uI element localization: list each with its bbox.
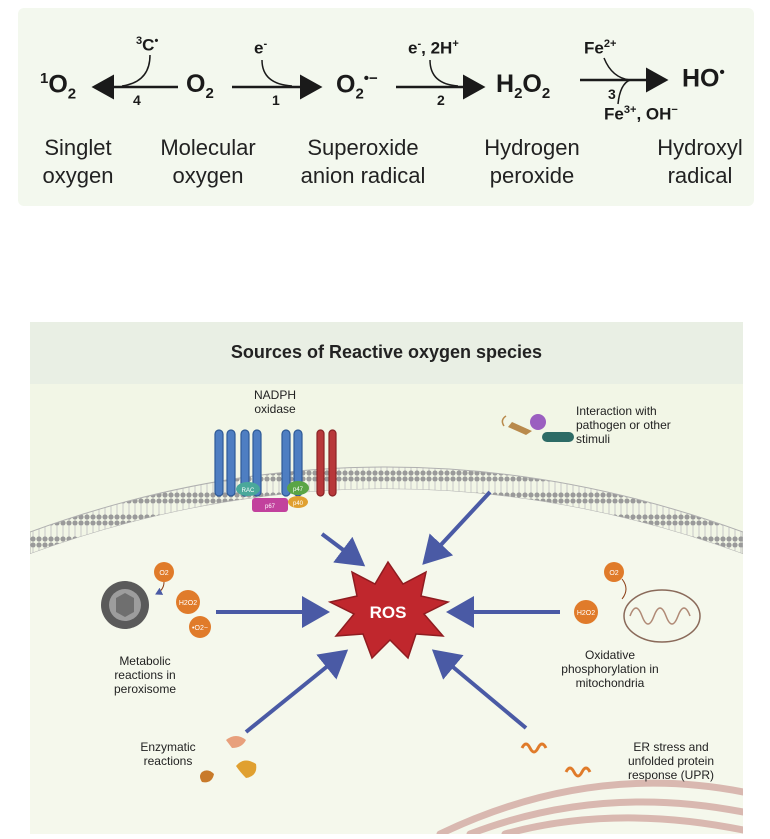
singlet-oxygen-formula: 1O2 — [40, 70, 77, 103]
curve-step-4 — [121, 54, 151, 87]
nadph-oxidase-icon: RAC p67 p47 p40 — [214, 429, 337, 512]
step2-reagent: e-, 2H+ — [408, 38, 459, 58]
step3-reagent-in: Fe2+ — [584, 38, 617, 58]
unfolded-protein-icon — [520, 742, 592, 778]
ros-label: ROS — [370, 603, 407, 622]
svg-text:O2: O2 — [609, 570, 618, 577]
arrow-from-er — [431, 649, 528, 730]
svg-text:RAC: RAC — [242, 488, 255, 494]
curve-step-1 — [261, 59, 293, 87]
superoxide-formula: O2•− — [336, 70, 378, 103]
endoplasmic-reticulum-icon — [436, 779, 743, 834]
step1-reagent: e- — [254, 38, 268, 58]
cytoplasm — [30, 489, 743, 834]
bubble-o2-mitochondria: O2 — [604, 562, 624, 582]
bubble-h2o2-mitochondria: H2O2 — [574, 600, 598, 624]
title-bar — [30, 322, 743, 384]
reaction-arrows — [91, 54, 669, 105]
arrow-from-pathogen — [422, 490, 492, 565]
ros-diagram: RAC p67 p47 p40 O2 H2O2 — [30, 414, 743, 834]
pathogen-icon — [501, 414, 574, 442]
arrow-from-enzymes — [244, 649, 349, 734]
step3-reagent-out: Fe3+, OH− — [604, 104, 678, 124]
ros-sources-panel: Sources of Reactive oxygen species — [30, 322, 743, 834]
svg-text:p47: p47 — [293, 487, 304, 493]
curve-step-3 — [603, 57, 631, 105]
step-number-1: 1 — [272, 92, 280, 108]
arrow-from-nadph — [320, 532, 366, 567]
enzyme-icon — [200, 736, 257, 783]
peroxisome-icon — [101, 581, 149, 629]
hydroxyl-formula: HO• — [682, 64, 725, 93]
bubble-h2o2-peroxisome: H2O2 — [176, 590, 200, 614]
step4-reagent: 3C• — [136, 35, 159, 55]
panel-title: Sources of Reactive oxygen species — [230, 342, 543, 362]
curve-step-2 — [429, 59, 459, 87]
svg-text:O2: O2 — [159, 570, 168, 577]
svg-text:•O2−: •O2− — [192, 625, 208, 632]
ros-starburst — [327, 560, 451, 660]
svg-text:H2O2: H2O2 — [577, 610, 595, 617]
svg-text:H2O2: H2O2 — [179, 600, 197, 607]
ros-arrows — [216, 490, 560, 734]
reaction-scheme-panel — [18, 8, 754, 206]
hydrogen-peroxide-formula: H2O2 — [496, 70, 551, 102]
svg-text:p67: p67 — [265, 504, 276, 510]
mitochondrion-icon — [623, 589, 701, 643]
step-number-4: 4 — [133, 92, 141, 108]
step-number-2: 2 — [437, 92, 445, 108]
bubble-o2-peroxisome: O2 — [154, 562, 174, 582]
bubble-superoxide-peroxisome: •O2− — [189, 616, 211, 638]
step-number-3: 3 — [608, 86, 616, 102]
molecular-oxygen-formula: O2 — [186, 70, 214, 102]
svg-text:p40: p40 — [293, 501, 304, 507]
